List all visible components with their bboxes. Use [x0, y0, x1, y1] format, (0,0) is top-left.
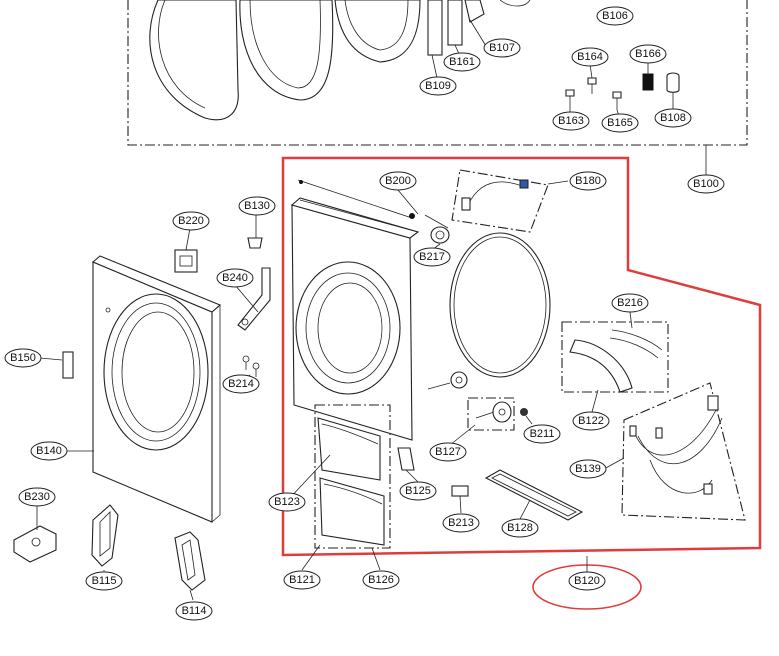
- svg-text:B108: B108: [660, 112, 686, 124]
- part-label-b164: B164: [571, 47, 609, 67]
- bottom-left-brackets: [13, 504, 206, 591]
- svg-text:B100: B100: [693, 178, 719, 190]
- part-label-b139: B139: [569, 459, 607, 479]
- svg-text:B114: B114: [182, 605, 207, 617]
- part-label-b230: B230: [18, 487, 56, 507]
- part-label-b106: B106: [596, 6, 634, 26]
- svg-text:B128: B128: [507, 522, 533, 534]
- svg-text:B121: B121: [289, 574, 315, 586]
- svg-text:B126: B126: [368, 574, 394, 586]
- part-label-b217: B217: [413, 247, 451, 267]
- svg-text:B140: B140: [36, 445, 62, 457]
- part-label-b109: B109: [419, 76, 457, 96]
- part-label-b127: B127: [429, 442, 467, 462]
- svg-text:B164: B164: [577, 51, 603, 63]
- part-label-b165: B165: [601, 113, 639, 133]
- svg-text:B120: B120: [574, 575, 600, 587]
- svg-text:B216: B216: [617, 297, 643, 309]
- svg-text:B161: B161: [449, 56, 475, 68]
- part-label-b108: B108: [654, 108, 692, 128]
- sensor-harness: [409, 169, 549, 244]
- part-label-b126: B126: [362, 570, 400, 590]
- part-label-b166: B166: [629, 44, 667, 64]
- svg-text:B106: B106: [602, 10, 628, 22]
- part-label-b123: B123: [268, 492, 306, 512]
- svg-text:B214: B214: [228, 378, 254, 390]
- svg-text:B109: B109: [425, 80, 451, 92]
- wiring-harness: [621, 382, 746, 521]
- svg-text:B230: B230: [24, 491, 50, 503]
- part-label-b130: B130: [238, 196, 276, 216]
- svg-text:B211: B211: [530, 428, 555, 440]
- part-label-b122: B122: [572, 411, 610, 431]
- part-label-b213: B213: [442, 513, 480, 533]
- part-label-b121: B121: [283, 570, 321, 590]
- svg-text:B217: B217: [419, 251, 445, 263]
- duct-assembly: [561, 321, 669, 393]
- top-assembly-boundary: [127, 0, 748, 146]
- part-label-b214: B214: [222, 374, 260, 394]
- part-label-b140: B140: [30, 441, 68, 461]
- svg-text:B180: B180: [575, 175, 601, 187]
- part-label-b114: B114: [175, 601, 213, 621]
- part-label-b125: B125: [399, 481, 437, 501]
- part-label-b128: B128: [501, 518, 539, 538]
- small-parts-left: [62, 237, 271, 379]
- svg-text:B130: B130: [244, 200, 270, 212]
- part-label-b150: B150: [4, 348, 42, 368]
- part-label-b200: B200: [379, 171, 417, 191]
- svg-text:B123: B123: [274, 496, 300, 508]
- svg-text:B200: B200: [385, 175, 411, 187]
- svg-text:B122: B122: [578, 415, 604, 427]
- filter-tray: [451, 469, 584, 521]
- part-label-b240: B240: [216, 268, 254, 288]
- svg-text:B107: B107: [489, 42, 515, 54]
- part-label-b220: B220: [172, 211, 210, 231]
- svg-text:B127: B127: [435, 446, 461, 458]
- door-gasket: [449, 232, 551, 378]
- svg-text:B165: B165: [607, 117, 633, 129]
- svg-text:B213: B213: [448, 517, 474, 529]
- part-label-b100: B100: [687, 174, 725, 194]
- svg-text:B220: B220: [178, 215, 204, 227]
- svg-text:B125: B125: [405, 485, 431, 497]
- hardware-top-right: [565, 72, 680, 110]
- part-label-b161: B161: [443, 52, 481, 72]
- part-label-b211: B211: [523, 424, 561, 444]
- svg-text:B240: B240: [222, 272, 248, 284]
- part-label-b216: B216: [611, 293, 649, 313]
- cabinet-front-frame: [290, 179, 420, 441]
- drawer-parts: [314, 404, 415, 549]
- svg-text:B150: B150: [10, 352, 36, 364]
- svg-text:B163: B163: [558, 115, 584, 127]
- highlight-region: [281, 156, 762, 557]
- svg-text:B139: B139: [575, 463, 601, 475]
- door-assembly-top: [149, 0, 531, 121]
- front-panel: [91, 255, 222, 523]
- part-label-b120: B120: [568, 571, 606, 591]
- pulley-parts: [427, 371, 528, 431]
- part-label-b107: B107: [483, 38, 521, 58]
- part-label-b180: B180: [569, 171, 607, 191]
- svg-text:B115: B115: [92, 575, 117, 587]
- part-label-b163: B163: [552, 111, 590, 131]
- part-label-b115: B115: [85, 571, 123, 591]
- svg-text:B166: B166: [635, 48, 661, 60]
